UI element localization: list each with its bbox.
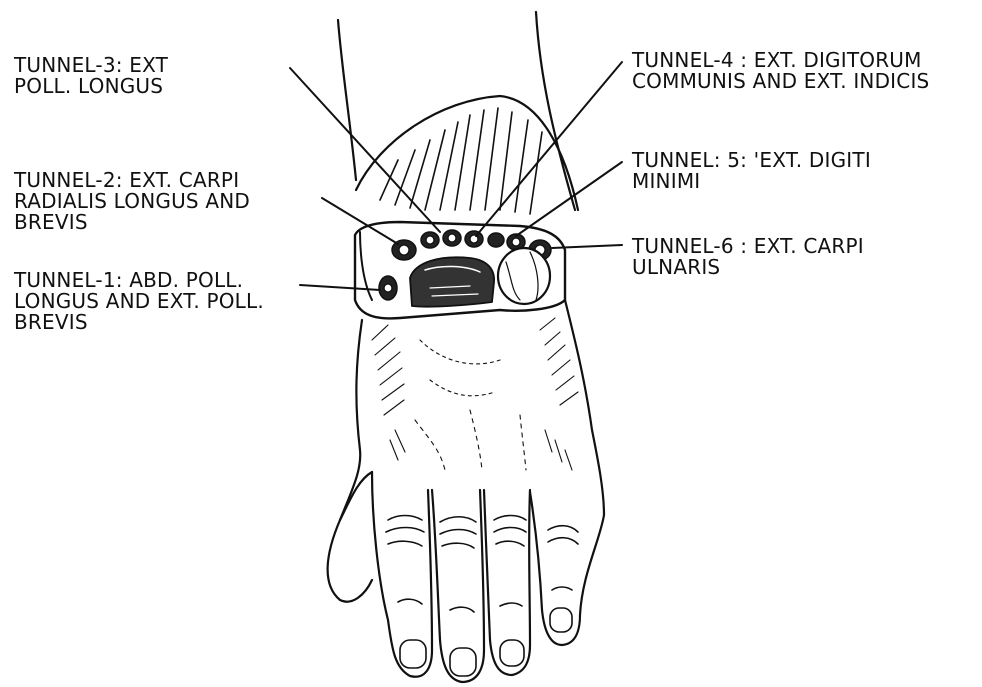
label-tunnel-6: TUNNEL-6 : EXT. CARPI ULNARIS — [632, 236, 864, 278]
label-tunnel-1: TUNNEL-1: ABD. POLL. LONGUS AND EXT. POL… — [14, 270, 264, 333]
label-tunnel-6-line-2: ULNARIS — [632, 257, 864, 278]
label-tunnel-6-line-1: TUNNEL-6 : EXT. CARPI — [632, 236, 864, 257]
label-tunnel-2-line-1: TUNNEL-2: EXT. CARPI — [14, 170, 250, 191]
leader-line-tunnel-3 — [290, 68, 440, 232]
label-tunnel-1-line-1: TUNNEL-1: ABD. POLL. — [14, 270, 264, 291]
label-tunnel-4: TUNNEL-4 : EXT. DIGITORUM COMMUNIS AND E… — [632, 50, 929, 92]
label-tunnel-5-line-1: TUNNEL: 5: 'EXT. DIGITI — [632, 150, 871, 171]
label-tunnel-1-line-3: BREVIS — [14, 312, 264, 333]
label-tunnel-3: TUNNEL-3: EXT POLL. LONGUS — [14, 55, 168, 97]
hand-hatching — [372, 318, 578, 470]
label-tunnel-5-line-2: MINIMI — [632, 171, 871, 192]
label-tunnel-4-line-2: COMMUNIS AND EXT. INDICIS — [632, 71, 929, 92]
label-tunnel-4-line-1: TUNNEL-4 : EXT. DIGITORUM — [632, 50, 929, 71]
forearm-outline — [338, 12, 575, 210]
hand-outline — [328, 300, 604, 602]
label-tunnel-2-line-2: RADIALIS LONGUS AND — [14, 191, 250, 212]
label-tunnel-5: TUNNEL: 5: 'EXT. DIGITI MINIMI — [632, 150, 871, 192]
label-tunnel-3-line-1: TUNNEL-3: EXT — [14, 55, 168, 76]
label-tunnel-1-line-2: LONGUS AND EXT. POLL. — [14, 291, 264, 312]
label-tunnel-2-line-3: BREVIS — [14, 212, 250, 233]
label-tunnel-2: TUNNEL-2: EXT. CARPI RADIALIS LONGUS AND… — [14, 170, 250, 233]
leader-line-tunnel-4 — [476, 62, 622, 236]
label-tunnel-3-line-2: POLL. LONGUS — [14, 76, 168, 97]
